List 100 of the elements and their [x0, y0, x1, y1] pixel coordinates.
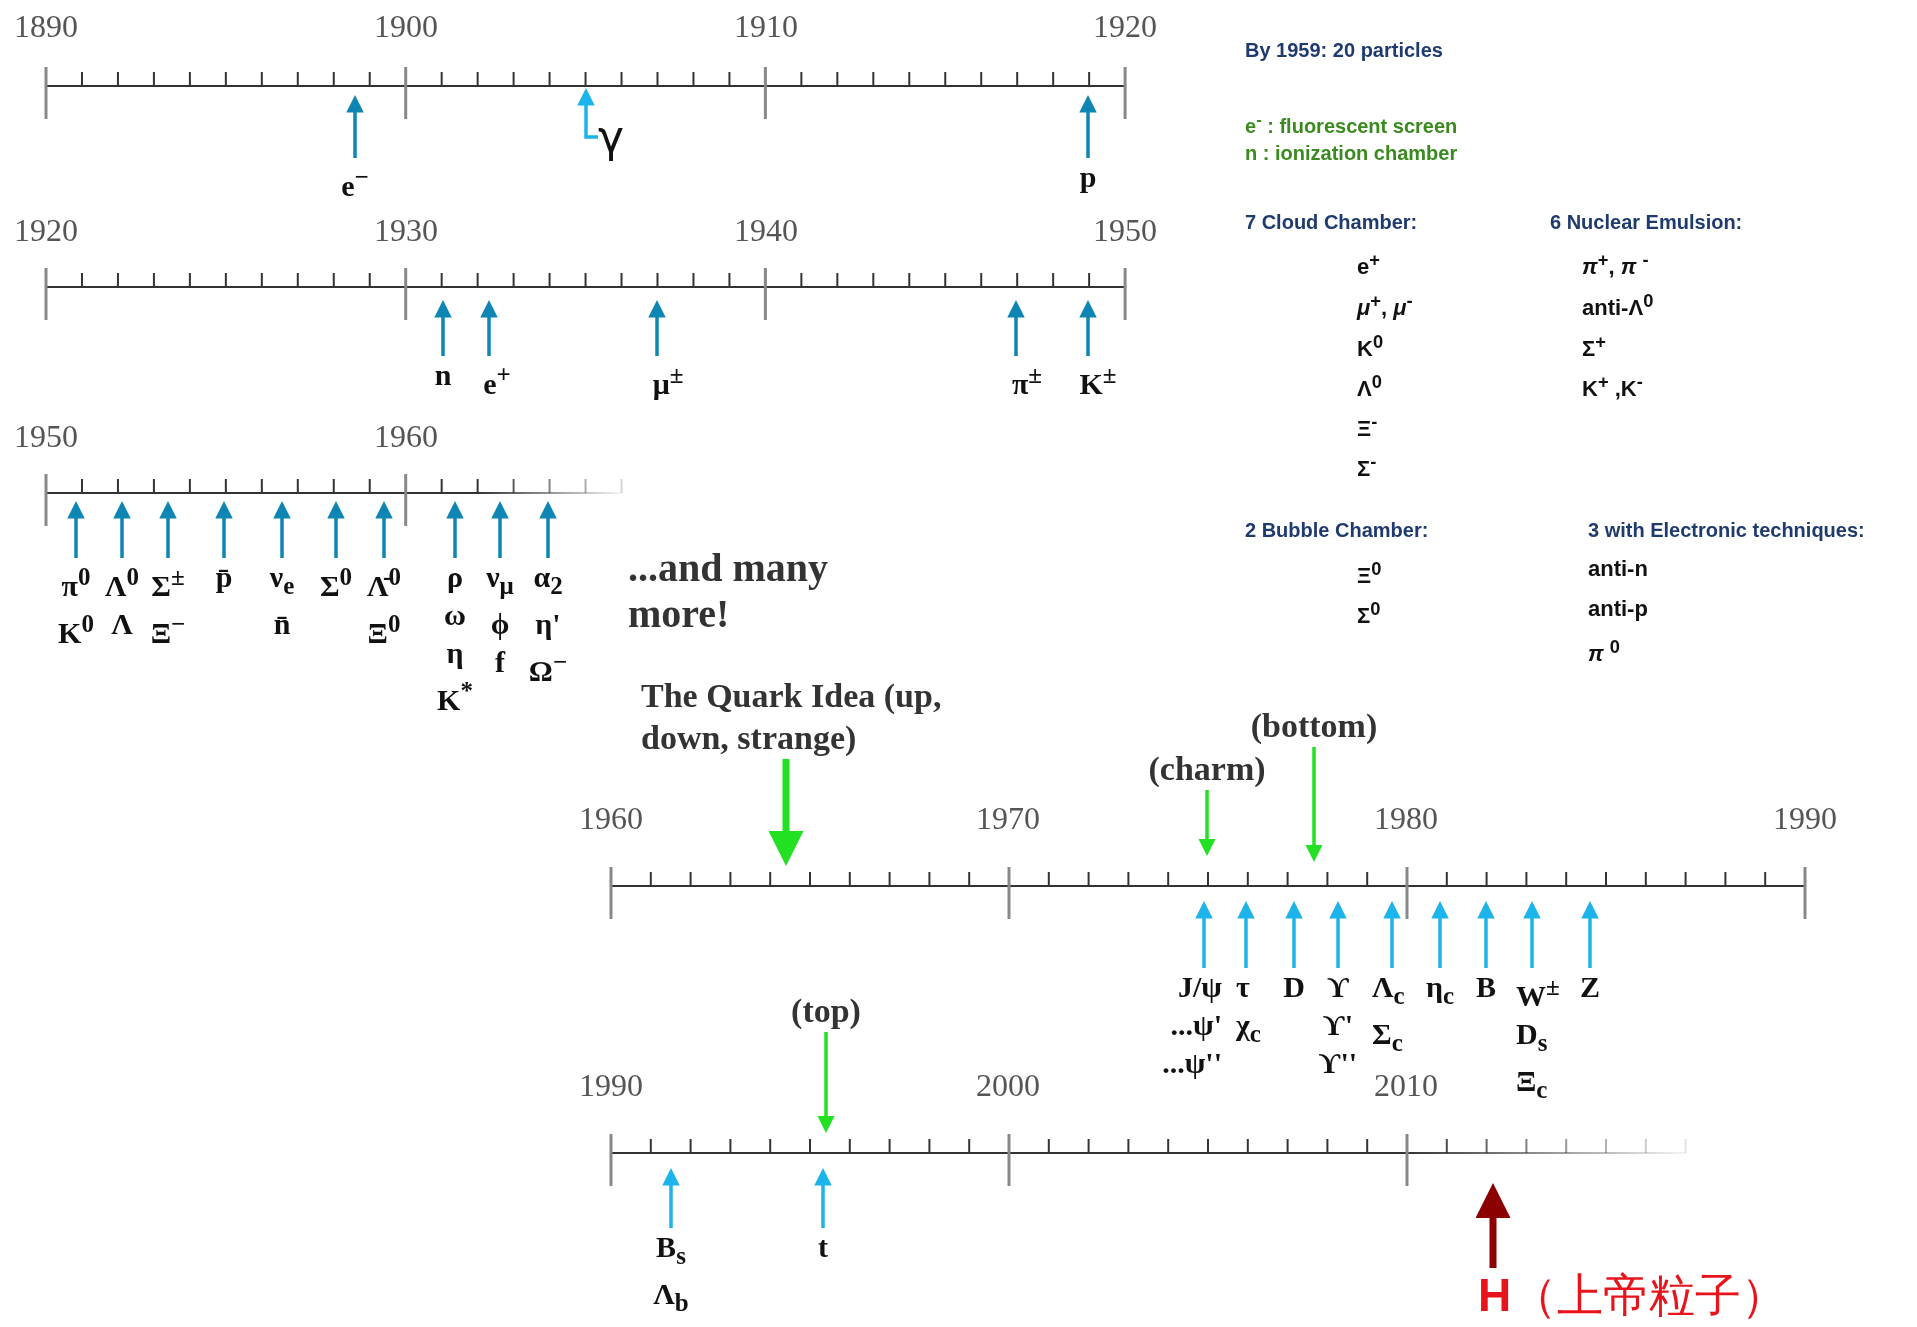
particle-symbol: Ω$^{−}$	[528, 647, 568, 689]
particle-symbol: e$^{+}$	[1357, 248, 1380, 282]
particle-label: p	[1079, 158, 1097, 196]
particle-symbol: Σ$^{±}$	[150, 562, 186, 604]
year-label: 1900	[374, 8, 438, 44]
year-label: 1920	[1093, 8, 1157, 44]
arrow	[1581, 901, 1599, 968]
arrow	[1285, 901, 1303, 968]
arrow	[1237, 901, 1255, 968]
arrow	[67, 501, 85, 558]
heading-text: 7 Cloud Chamber:	[1245, 210, 1418, 234]
particle-symbol: ω	[443, 597, 467, 633]
arrow	[577, 88, 598, 139]
particle-symbol: ϒ'	[1322, 1007, 1354, 1043]
heading-text: 3 with Electronic techniques:	[1588, 518, 1865, 542]
year-label: 1920	[14, 212, 78, 248]
year-label: 1980	[1374, 800, 1438, 836]
note-text: e$^{-}$ : fluorescent screen	[1245, 109, 1458, 138]
particle-symbol: Ξ$^{0}$	[367, 609, 401, 651]
arrow	[273, 501, 291, 558]
particle-symbol: η	[445, 635, 465, 671]
particle-symbol: ...ψ''	[1162, 1045, 1222, 1081]
particle-symbol: Ξ$^{-}$	[1357, 410, 1378, 444]
arrow	[1431, 901, 1449, 968]
particle-symbol: K$^{+}$ ,K$^{-}$	[1582, 370, 1643, 404]
particle-label: Z	[1580, 968, 1600, 1006]
arrow	[113, 501, 131, 558]
arrow	[648, 300, 666, 356]
particle-symbol: Λ	[110, 606, 134, 642]
arrow	[1383, 901, 1401, 968]
particle-symbol: μ$^{+}$, μ$^{-}$	[1357, 289, 1413, 323]
year-label: 1890	[14, 8, 78, 44]
arrow	[1195, 901, 1213, 968]
particle-label: π$^{±}$	[1011, 356, 1043, 403]
annotation-text: (top)	[791, 990, 861, 1032]
particle-label: η$_{c}$	[1425, 968, 1455, 1015]
particle-symbol: Σ$^{+}$	[1582, 330, 1606, 364]
arrow	[375, 501, 393, 558]
year-label: 2010	[1374, 1067, 1438, 1103]
arrow	[1523, 901, 1541, 968]
arrow	[814, 1168, 832, 1228]
particle-symbol: ν$_{μ}$	[486, 559, 514, 601]
particle-label: B	[1476, 968, 1496, 1006]
arrow	[1305, 747, 1323, 862]
particle-symbol: Σ$^{-}$	[1357, 450, 1377, 484]
year-label: 1910	[734, 8, 798, 44]
arrow	[480, 300, 498, 356]
particle-label: Σ$^{0}$	[319, 558, 353, 605]
year-label: 1940	[734, 212, 798, 248]
arrow	[327, 501, 345, 558]
arrow	[1198, 790, 1216, 856]
arrow	[434, 300, 452, 356]
annotation-text: (charm)	[1148, 748, 1266, 790]
heading-text: By 1959: 20 particles	[1245, 38, 1443, 62]
note-text: ...and many more!	[628, 545, 830, 637]
year-label: 1950	[1093, 212, 1157, 248]
heading-text: 2 Bubble Chamber:	[1245, 518, 1429, 542]
arrow	[159, 501, 177, 558]
annotation-text: The Quark Idea (up, down, strange)	[641, 675, 1001, 759]
arrow	[1329, 901, 1347, 968]
particle-label: μ$^{±}$	[652, 356, 684, 403]
particle-symbol: K$^{*}$	[437, 676, 473, 718]
particle-symbol: π$^{+}$, π $^{-}$	[1582, 248, 1649, 282]
particle-symbol: ν$_{e}$	[269, 559, 295, 601]
arrow	[817, 1032, 835, 1133]
year-label: 1990	[1773, 800, 1837, 836]
year-label: 1960	[374, 418, 438, 454]
year-label: 1990	[579, 1067, 643, 1103]
particle-symbol: ϒ	[1326, 969, 1350, 1005]
arrow	[662, 1168, 680, 1228]
arrow	[346, 95, 364, 158]
particle-symbol: ϒ''	[1318, 1045, 1358, 1081]
particle-label: γ	[598, 112, 625, 162]
particle-label: t	[818, 1228, 828, 1266]
particle-symbol: π $^{0}$	[1588, 635, 1620, 669]
particle-symbol: π$^{0}$	[60, 562, 92, 604]
particle-symbol: Λ$_{b}$	[653, 1276, 689, 1318]
particle-symbol: α$_{2}$	[532, 559, 564, 601]
particle-symbol: K$^{0}$	[1357, 330, 1384, 364]
year-label: 1960	[579, 800, 643, 836]
particle-symbol: D$_{s}$	[1516, 1016, 1549, 1058]
arrow	[1477, 901, 1495, 968]
annotation-text: (bottom)	[1250, 705, 1378, 747]
particle-symbol: anti-Λ$^{0}$	[1582, 289, 1654, 323]
particle-symbol: ...ψ'	[1169, 1007, 1222, 1043]
particle-symbol: W$^{±}$	[1516, 972, 1560, 1014]
particle-symbol: Λ$^{0}$	[1357, 370, 1382, 404]
arrow	[215, 501, 233, 558]
year-label: 1970	[976, 800, 1040, 836]
particle-label: D	[1283, 968, 1305, 1006]
particle-symbol: Σ$_{c}$	[1372, 1016, 1404, 1058]
arrow	[1079, 95, 1097, 158]
particle-symbol: K$^{0}$	[58, 609, 94, 651]
particle-symbol: J/ψ	[1177, 969, 1222, 1005]
particle-label: e$^{−}$	[341, 158, 369, 205]
particle-symbol: n̄	[272, 606, 292, 642]
particle-symbol: ρ	[445, 559, 465, 595]
particle-symbol: ϕ	[489, 606, 511, 642]
arrow	[1079, 300, 1097, 356]
particle-symbol: anti-p	[1588, 595, 1648, 623]
